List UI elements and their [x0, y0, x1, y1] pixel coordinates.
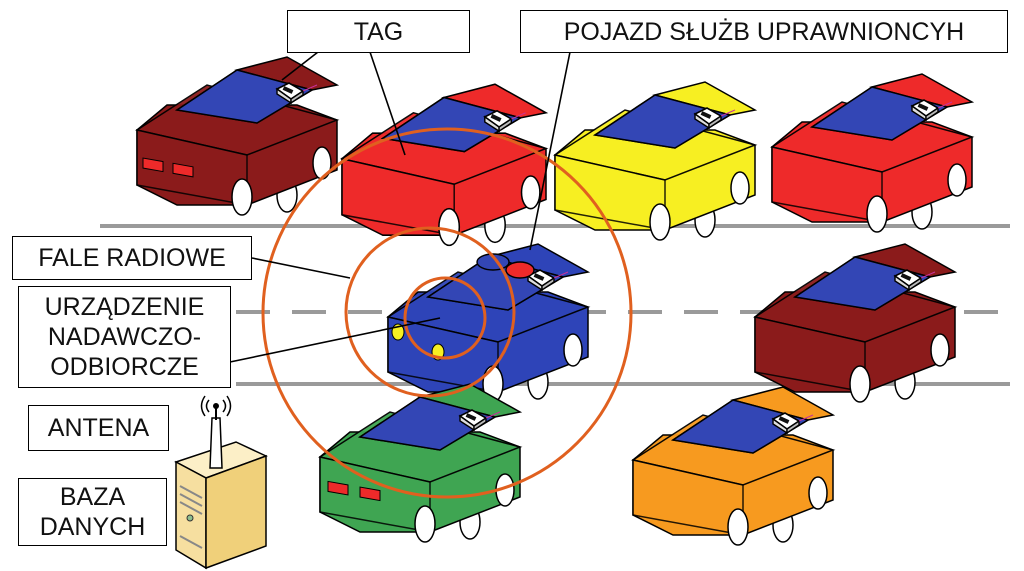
label-transceiver-line-3: ODBIORCZE: [50, 353, 199, 381]
car-red-top: [341, 83, 547, 247]
label-database-line-1: BAZA: [59, 483, 126, 511]
label-transceiver: URZĄDZENIE NADAWCZO- ODBIORCZE: [18, 286, 231, 388]
label-transceiver-line-2: NADAWCZO-: [47, 323, 202, 351]
car-green-bottom: [319, 383, 521, 543]
label-tag-text: TAG: [353, 17, 404, 46]
leader-tag-2: [369, 51, 406, 156]
label-radio-waves: FALE RADIOWE: [12, 236, 252, 280]
radio-wave-ring-inner: [403, 276, 487, 360]
radio-wave-ring-middle: [344, 226, 516, 398]
label-antenna: ANTENA: [28, 405, 169, 451]
radio-waves: [261, 127, 633, 499]
database-server-icon: [174, 441, 268, 570]
leader-transceiver: [229, 317, 441, 363]
label-database: BAZA DANYCH: [18, 478, 167, 546]
label-antenna-text: ANTENA: [47, 414, 150, 442]
leader-tag-1: [281, 51, 319, 81]
car-dark-red-top-left: [136, 56, 338, 216]
car-yellow-top: [554, 81, 756, 241]
label-transceiver-line-1: URZĄDZENIE: [44, 293, 205, 321]
radio-wave-ring-outer: [261, 127, 633, 499]
car-dark-red-right: [754, 243, 956, 403]
car-orange-bottom: [632, 386, 834, 546]
car-red-top-right: [771, 73, 973, 233]
leader-lines: [229, 51, 571, 363]
emergency-light-red: [505, 261, 535, 279]
antenna-icon: [200, 395, 232, 469]
leader-radio-waves: [251, 257, 351, 279]
label-radio-waves-text: FALE RADIOWE: [38, 244, 226, 272]
leader-emergency: [529, 51, 571, 251]
label-tag: TAG: [287, 10, 470, 53]
label-database-line-2: DANYCH: [39, 513, 146, 541]
label-emergency-vehicle: POJAZD SŁUŻB UPRAWNIONCYH: [520, 10, 1008, 53]
label-emergency-vehicle-text: POJAZD SŁUŻB UPRAWNIONCYH: [563, 17, 965, 46]
